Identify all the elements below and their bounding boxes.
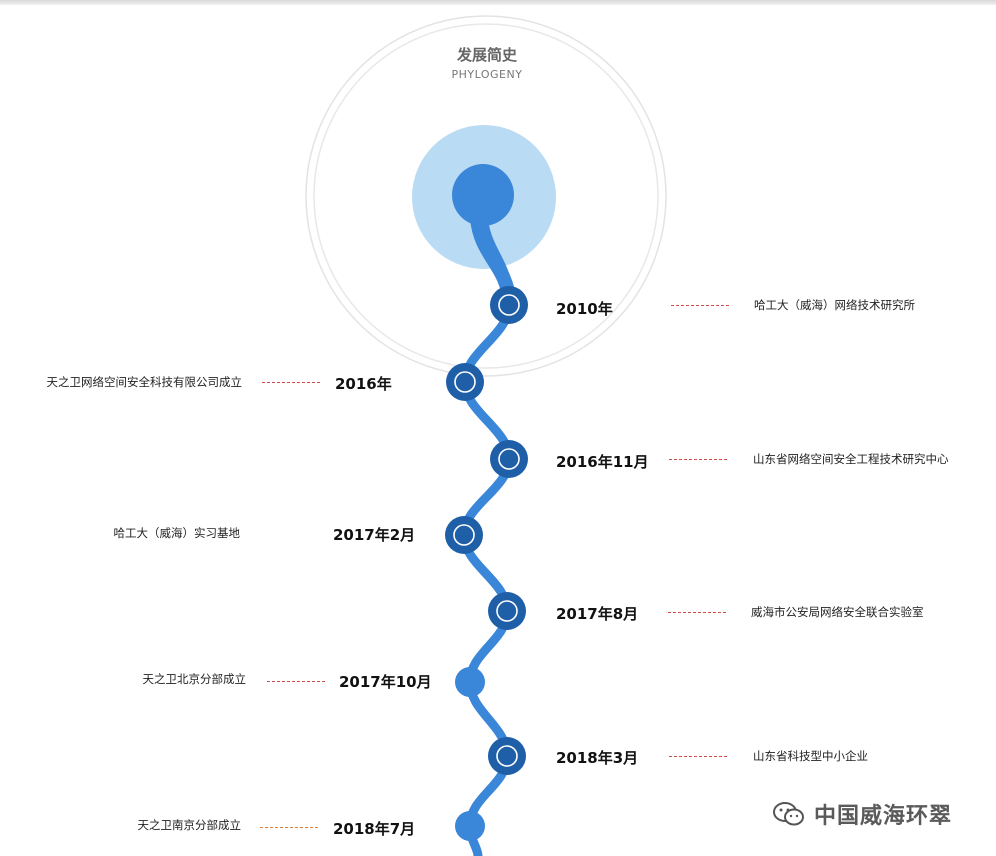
node-ring xyxy=(498,448,520,470)
timeline-node xyxy=(488,737,526,775)
timeline-node xyxy=(490,440,528,478)
node-ring xyxy=(454,371,476,393)
timeline-date: 2016年11月 xyxy=(556,453,649,471)
watermark-text: 中国威海环翠 xyxy=(814,804,953,829)
connector-dash xyxy=(267,681,325,682)
timeline-event: 天之卫北京分部成立 xyxy=(142,672,247,686)
outer-ring-b xyxy=(313,23,659,369)
timeline-event: 威海市公安局网络安全联合实验室 xyxy=(751,605,924,619)
timeline-date: 2018年3月 xyxy=(556,749,639,767)
timeline-date: 2017年2月 xyxy=(333,526,416,544)
timeline-event: 天之卫南京分部成立 xyxy=(137,818,242,832)
section-title: 发展简史 xyxy=(456,46,517,64)
ribbon-path xyxy=(459,207,514,856)
connector-dash xyxy=(668,612,726,613)
timeline-path xyxy=(452,164,516,856)
node-ring xyxy=(496,600,518,622)
connector-dash xyxy=(669,459,727,460)
timeline-date: 2016年 xyxy=(335,375,392,393)
timeline-date: 2017年10月 xyxy=(339,673,432,691)
connector-dash xyxy=(669,756,727,757)
timeline-date: 2017年8月 xyxy=(556,605,639,623)
timeline-nodes xyxy=(445,286,528,841)
connector-dash xyxy=(260,827,318,828)
wechat-icon xyxy=(773,802,804,826)
node-ring xyxy=(453,524,475,546)
node-ring xyxy=(496,745,518,767)
outer-ring-a xyxy=(305,15,667,377)
watermark: 中国威海环翠 xyxy=(772,798,952,830)
timeline-event: 山东省网络空间安全工程技术研究中心 xyxy=(753,452,949,466)
timeline-node xyxy=(446,363,484,401)
timeline-date: 2010年 xyxy=(556,300,613,318)
timeline-node xyxy=(455,811,485,841)
head-node xyxy=(452,164,514,226)
top-edge xyxy=(0,0,996,5)
timeline-node xyxy=(455,667,485,697)
timeline-node xyxy=(490,286,528,324)
timeline-node xyxy=(445,516,483,554)
connector-dash xyxy=(671,305,729,306)
timeline-event: 山东省科技型中小企业 xyxy=(753,749,868,763)
timeline-node xyxy=(488,592,526,630)
timeline-event: 哈工大（威海）网络技术研究所 xyxy=(754,298,915,312)
timeline-event: 哈工大（威海）实习基地 xyxy=(113,526,241,540)
node-ring xyxy=(498,294,520,316)
connector-dash xyxy=(262,382,320,383)
section-subtitle: PHYLOGENY xyxy=(451,68,523,81)
timeline-date: 2018年7月 xyxy=(333,820,416,838)
timeline-event: 天之卫网络空间安全科技有限公司成立 xyxy=(46,375,243,389)
